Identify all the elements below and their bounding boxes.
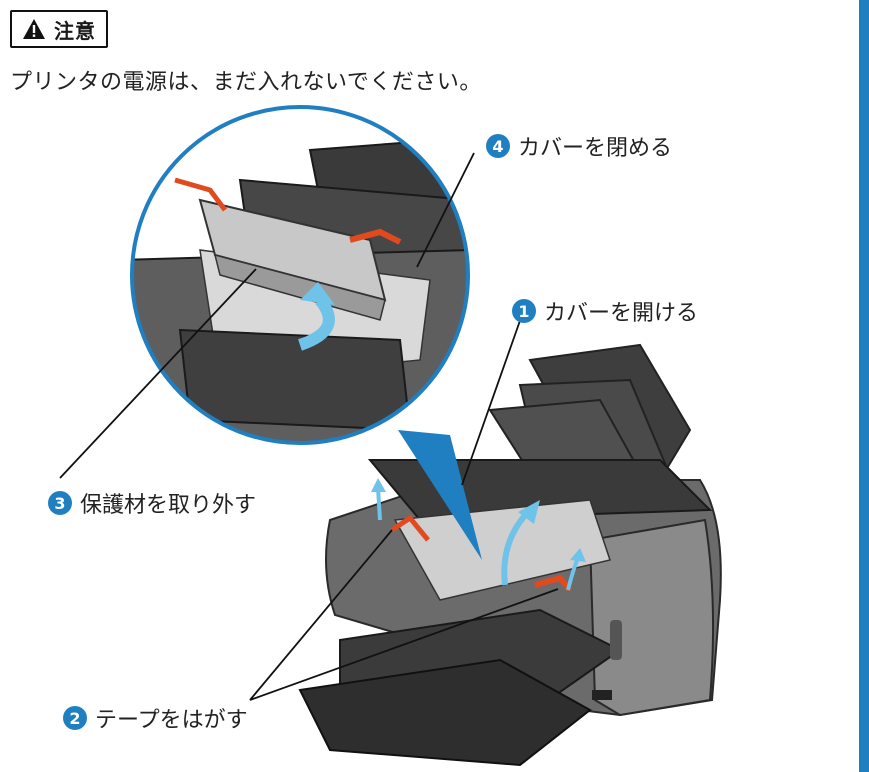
power-note: プリンタの電源は、まだ入れないでください。: [10, 70, 482, 95]
callout-text: テープをはがす: [95, 708, 248, 733]
zoom-wedge: [398, 430, 482, 560]
zoom-detail: [132, 107, 468, 443]
callout-remove-protector: 3 保護材を取り外す: [48, 487, 256, 519]
step-number-badge: 4: [486, 134, 510, 158]
callout-text: カバーを開ける: [544, 301, 699, 326]
step-number-badge: 2: [63, 706, 87, 730]
step-number-badge: 3: [48, 491, 72, 515]
leader-lines: [59, 152, 559, 701]
callout-remove-tape: 2 テープをはがす: [63, 702, 248, 734]
warning-icon: [23, 19, 45, 39]
caution-box: 注意: [10, 10, 108, 48]
zoom-circle-border: [130, 105, 470, 445]
callout-close-cover: 4 カバーを閉める: [486, 130, 672, 162]
callout-text: 保護材を取り外す: [80, 493, 257, 518]
caution-label: 注意: [54, 18, 96, 43]
step-number-badge: 1: [512, 299, 536, 323]
page-right-border: [859, 0, 869, 772]
callout-open-cover: 1 カバーを開ける: [512, 295, 698, 327]
callout-text: カバーを閉める: [518, 136, 673, 161]
